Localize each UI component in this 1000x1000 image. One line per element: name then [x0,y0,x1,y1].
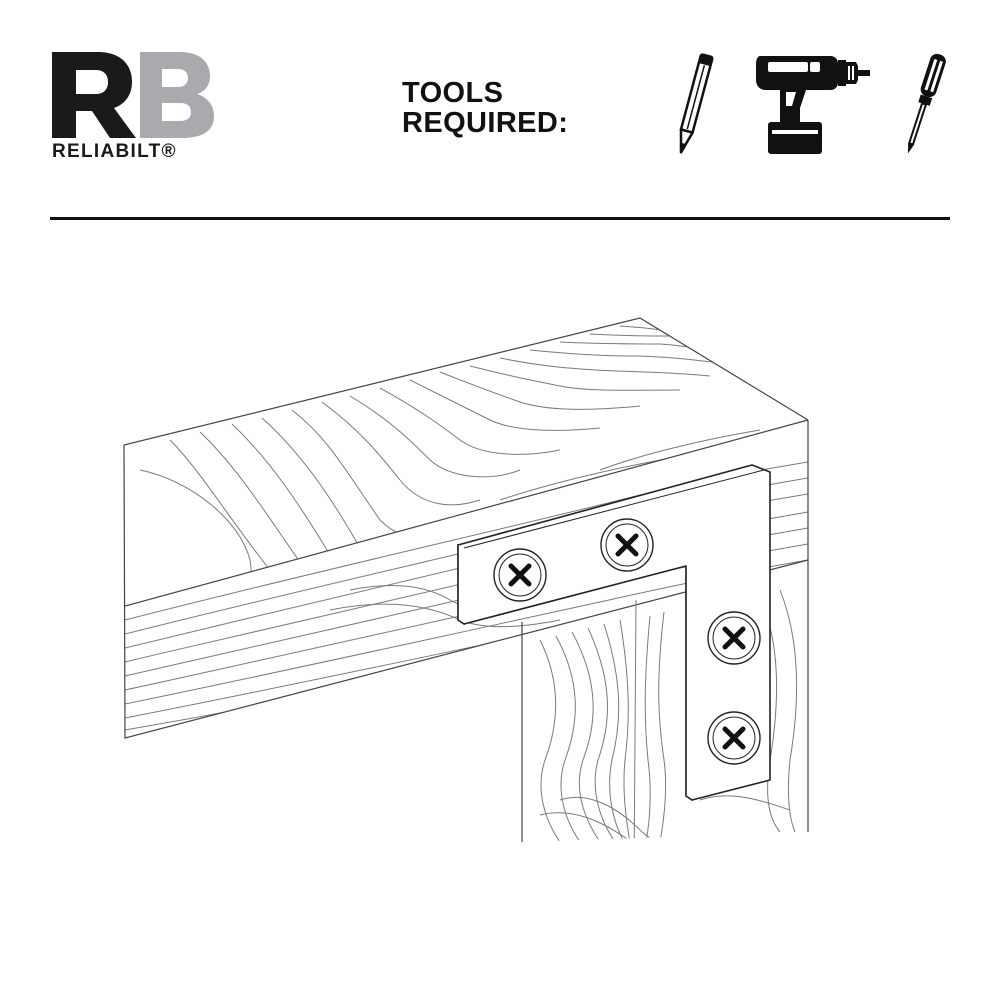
screw-3 [707,611,761,665]
brand-name: RELIABILT® [52,141,177,162]
tools-required-heading: TOOLS REQUIRED: [402,78,568,138]
vertical-post [521,560,809,842]
screwdriver-icon [907,53,946,154]
pencil-icon [679,53,714,154]
screw-4 [707,711,761,765]
tools-heading-line1: TOOLS [402,77,504,109]
screw-2 [600,518,654,572]
brand-logo [52,50,232,162]
flat-corner-bracket [457,464,771,802]
header-divider [50,217,950,220]
screw-1 [493,548,547,602]
rb-monogram-logo [52,52,214,138]
cordless-drill-icon [756,56,870,154]
tools-heading-line2: REQUIRED: [402,107,569,139]
corner-bracket-illustration [123,317,809,842]
